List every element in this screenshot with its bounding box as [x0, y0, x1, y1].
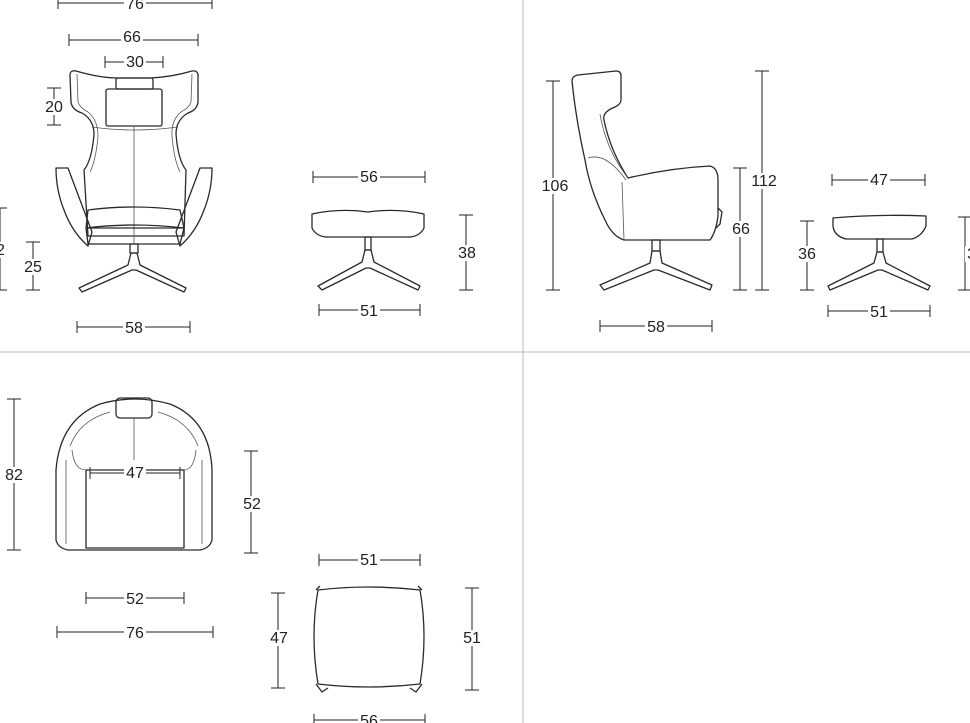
- dimension-label: 51: [463, 630, 481, 647]
- dimension-label: 36: [967, 246, 970, 263]
- top-outer-width: 76: [56, 625, 214, 642]
- chair-top-view: [55, 397, 213, 551]
- top-seat-width: 47: [89, 465, 181, 482]
- dimension-label: 56: [360, 169, 378, 186]
- top-ottoman-width: 51: [318, 552, 421, 569]
- side-ottoman-height-cut: 36: [958, 216, 970, 291]
- front-seat-height: 25: [22, 241, 44, 291]
- side-ottoman-base-width: 51: [827, 304, 931, 321]
- front-chair-inner-width: 66: [68, 29, 199, 46]
- dimension-label: 58: [125, 320, 143, 337]
- front-base-width: 58: [76, 320, 191, 337]
- dimension-label: 58: [647, 319, 665, 336]
- dimension-label: 51: [360, 303, 378, 320]
- dimension-label: 52: [243, 496, 261, 513]
- dimension-label: 30: [126, 54, 144, 71]
- dimension-label: 47: [270, 630, 288, 647]
- dimension-label: 66: [732, 221, 750, 238]
- front-chair-outer-width: 76: [57, 0, 213, 13]
- top-ottoman-bottom-width: 56: [313, 713, 426, 723]
- top-seat-depth: 52: [241, 450, 263, 554]
- headrest: [105, 88, 163, 127]
- side-total-height: 112: [751, 70, 777, 291]
- dimension-label: 82: [5, 467, 23, 484]
- side-base-width: 58: [599, 319, 713, 336]
- chair-side-view: [571, 70, 723, 291]
- side-ottoman-top-width: 47: [831, 172, 926, 189]
- dimension-label: 51: [870, 304, 888, 321]
- side-ottoman-height: 36: [796, 220, 818, 291]
- side-arm-height: 66: [730, 167, 752, 291]
- dimension-label: 66: [123, 29, 141, 46]
- chair-front-view: [55, 70, 213, 293]
- dimension-label: 76: [126, 0, 144, 13]
- top-inner-width: 52: [85, 591, 185, 608]
- front-ottoman-base-width: 51: [318, 303, 421, 320]
- dimension-label: 112: [751, 173, 777, 190]
- dimension-label: 25: [24, 259, 42, 276]
- dimension-label: 42: [0, 242, 5, 259]
- front-arm-height: 42: [0, 207, 7, 291]
- top-ottoman-depth-left: 47: [268, 592, 290, 689]
- dimension-label: 47: [126, 465, 144, 482]
- dimension-label: 20: [45, 99, 63, 116]
- ottoman-top-view: [313, 585, 425, 693]
- front-ottoman-top-width: 56: [312, 169, 426, 186]
- side-back-height: 106: [542, 80, 569, 291]
- dimension-label: 56: [360, 713, 378, 723]
- dimension-label: 38: [458, 245, 476, 262]
- dimension-label: 52: [126, 591, 144, 608]
- front-ottoman-height: 38: [456, 214, 478, 291]
- front-headrest-height: 20: [43, 87, 65, 126]
- dimension-label: 47: [870, 172, 888, 189]
- dimension-label: 51: [360, 552, 378, 569]
- ottoman-side-view: [827, 214, 931, 291]
- top-chair-depth: 82: [3, 398, 25, 551]
- front-headrest-width: 30: [104, 54, 164, 71]
- dimension-label: 106: [542, 178, 569, 195]
- dimension-label: 36: [798, 246, 816, 263]
- dimension-label: 76: [126, 625, 144, 642]
- top-ottoman-depth-right: 51: [461, 587, 483, 691]
- ottoman-front-view: [311, 209, 425, 291]
